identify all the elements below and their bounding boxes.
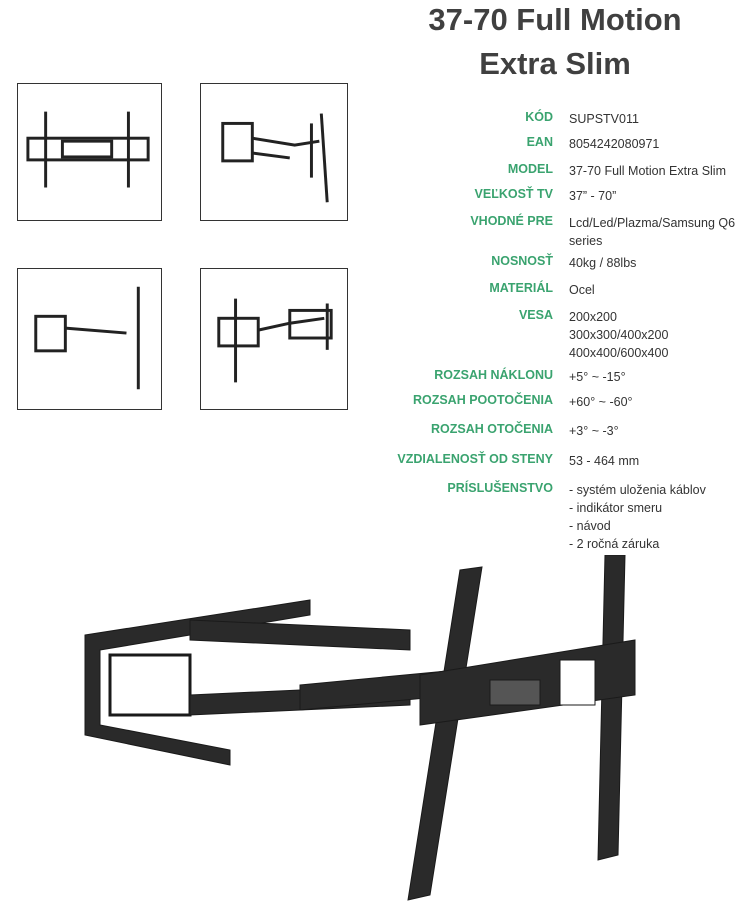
spec-value-line: SUPSTV011 (569, 112, 639, 126)
thumbnail-front-view[interactable] (17, 83, 162, 221)
spec-value-line: - systém uloženia káblov (569, 483, 706, 497)
spec-label: KÓD (525, 110, 553, 124)
spec-value: Ocel (569, 281, 595, 299)
spec-value-line: 40kg / 88lbs (569, 256, 637, 270)
title-line-2: Extra Slim (479, 46, 631, 81)
spec-value-line: 53 - 464 mm (569, 454, 640, 468)
spec-value-line: +5° ~ -15° (569, 370, 626, 384)
spec-label: PRÍSLUŠENSTVO (447, 481, 553, 495)
product-title: 37-70 Full Motion Extra Slim (380, 0, 730, 84)
spec-value-line: 200x200 (569, 310, 617, 324)
spec-value: 53 - 464 mm (569, 452, 639, 470)
spec-label: VEĽKOSŤ TV (474, 187, 553, 201)
spec-label: VHODNÉ PRE (470, 214, 553, 228)
spec-value: +5° ~ -15° (569, 368, 626, 386)
spec-value-line: +60° ~ -60° (569, 395, 633, 409)
spec-value: 40kg / 88lbs (569, 254, 636, 272)
spec-label: MATERIÁL (489, 281, 553, 295)
spec-value-line: - indikátor smeru (569, 501, 663, 515)
spec-value-line: series (569, 234, 603, 248)
spec-value-line: 300x300/400x200 (569, 328, 669, 342)
spec-value: +60° ~ -60° (569, 393, 633, 411)
spec-value-line: Lcd/Led/Plazma/Samsung Q6 (569, 216, 736, 230)
spec-value-line: - návod (569, 519, 611, 533)
spec-label: ROZSAH POOTOČENIA (412, 393, 553, 407)
spec-label: ROZSAH OTOČENIA (431, 422, 553, 436)
spec-label: VESA (518, 308, 553, 322)
product-main-image (70, 554, 650, 905)
spec-value: 37-70 Full Motion Extra Slim (569, 162, 726, 180)
spec-value: Lcd/Led/Plazma/Samsung Q6 series (569, 214, 735, 250)
spec-value: SUPSTV011 (569, 110, 639, 128)
spec-value-line: +3° ~ -3° (569, 424, 619, 438)
spec-label: NOSNOSŤ (491, 254, 553, 268)
spec-value-line: Ocel (569, 283, 595, 297)
spec-value: 37” - 70” (569, 187, 616, 205)
thumbnail-side-view[interactable] (17, 268, 162, 410)
spec-label: EAN (526, 135, 553, 149)
spec-label: VZDIALENOSŤ OD STENY (397, 452, 553, 466)
spec-label: ROZSAH NÁKLONU (434, 368, 553, 382)
spec-value-line: 8054242080971 (569, 137, 660, 151)
spec-value: 8054242080971 (569, 135, 659, 153)
spec-value-line: 37-70 Full Motion Extra Slim (569, 164, 727, 178)
thumbnail-angled-view[interactable] (200, 268, 348, 410)
spec-value: - systém uloženia káblov - indikátor smer… (569, 481, 706, 553)
spec-value-line: 400x400/600x400 (569, 346, 669, 360)
thumbnail-extended-view[interactable] (200, 83, 348, 221)
title-line-1: 37-70 Full Motion (428, 2, 682, 37)
spec-label: MODEL (507, 162, 553, 176)
spec-value-line: - 2 ročná záruka (569, 537, 660, 551)
spec-value: 200x200 300x300/400x200 400x400/600x400 (569, 308, 668, 362)
spec-value: +3° ~ -3° (569, 422, 619, 440)
spec-value-line: 37” - 70” (569, 189, 617, 203)
